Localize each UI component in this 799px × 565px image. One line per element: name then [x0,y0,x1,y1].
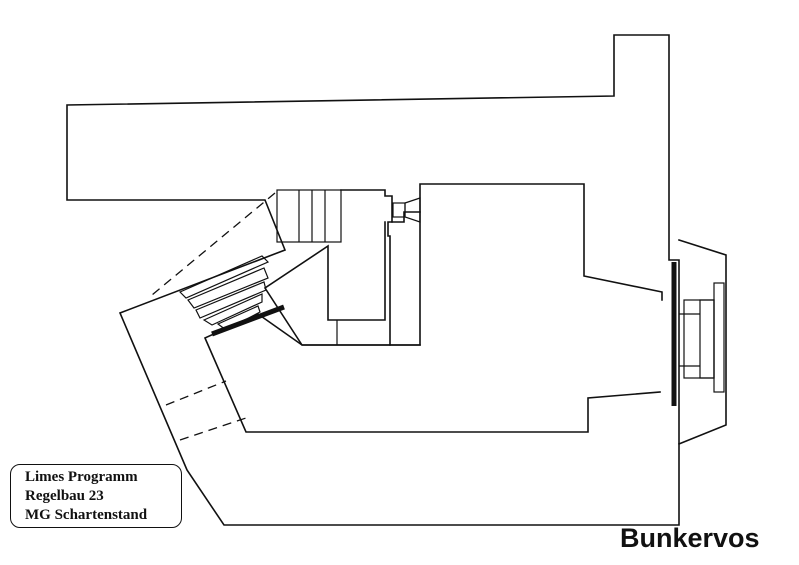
inner-corridor [389,211,421,346]
caption-line-type: Regelbau 23 [25,488,104,504]
brand-label: Bunkervos [620,523,760,553]
entrance-structure [671,238,727,446]
lower-room-wall [203,313,661,433]
vent-symbol [392,197,421,223]
embrasure-steps [178,255,270,331]
corridor-wall [391,183,663,301]
stair-block [276,189,342,243]
caption-line-name: MG Schartenstand [25,507,148,523]
hidden-line-upper [151,192,276,296]
hidden-line-mid [165,380,227,406]
outer-wall [66,34,680,526]
caption-line-program: Limes Programm [25,469,138,485]
inner-room-wall [263,189,393,346]
hidden-line-low [179,417,247,441]
caption-box: Limes Programm Regelbau 23 MG Schartenst… [10,464,182,528]
